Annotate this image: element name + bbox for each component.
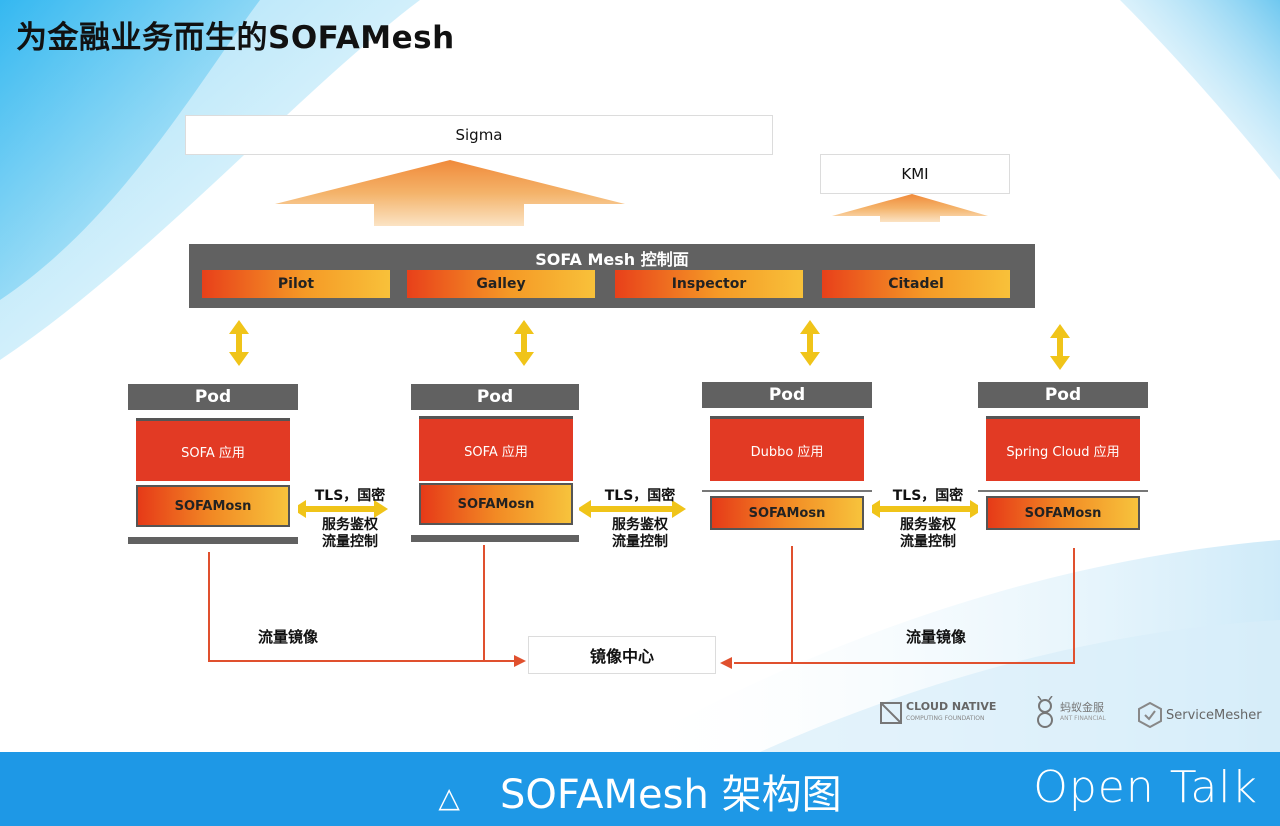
pod-divider [978,490,1148,492]
pod-app: SOFA 应用 [419,416,573,481]
link-line1: TLS，国密 [604,488,676,504]
component-citadel: Citadel [822,270,1010,298]
slide-title: 为金融业务而生的SOFAMesh [16,20,455,56]
pod-app: Spring Cloud 应用 [986,416,1140,481]
pod-sidecar: SOFAMosn [419,483,573,525]
caption: △ SOFAMesh 架构图 [0,762,1280,820]
pod-sidecar: SOFAMosn [136,485,290,527]
pod-1: Pod SOFA 应用 SOFAMosn [128,384,298,544]
mirror-label-left: 流量镜像 [258,628,319,646]
link-line3: 流量控制 [900,534,956,550]
ant-financial-logo: 蚂蚁金服 ANT FINANCIAL [1032,696,1106,730]
cncf-line2: COMPUTING FOUNDATION [906,715,985,722]
link-label-3: TLS，国密 服务鉴权 流量控制 [878,488,978,551]
mirror-label-right: 流量镜像 [906,628,967,646]
pod-app: Dubbo 应用 [710,416,864,481]
link-line1: TLS，国密 [892,488,964,504]
component-inspector: Inspector [615,270,803,298]
pod-footer [128,537,298,544]
control-plane-title: SOFA Mesh 控制面 [535,250,689,269]
pod-header: Pod [411,384,579,410]
pod-sidecar: SOFAMosn [986,496,1140,530]
mirror-center-box: 镜像中心 [528,636,716,674]
sigma-box: Sigma [185,115,773,155]
link-label-2: TLS，国密 服务鉴权 流量控制 [590,488,690,551]
bottom-bar [0,752,1280,826]
triangle-icon: △ [438,780,460,814]
kmi-box: KMI [820,154,1010,194]
ant-line1: 蚂蚁金服 [1060,701,1104,714]
component-pilot: Pilot [202,270,390,298]
link-line3: 流量控制 [612,534,668,550]
cncf-line1: CLOUD NATIVE [906,700,997,713]
pod-app: SOFA 应用 [136,418,290,481]
link-label-1: TLS，国密 服务鉴权 流量控制 [300,488,400,551]
horizontal-double-arrows [292,500,984,518]
vertical-double-arrows [229,320,1070,370]
ant-line2: ANT FINANCIAL [1060,715,1106,722]
pod-header: Pod [978,382,1148,408]
kmi-up-arrow [832,194,988,222]
pod-header: Pod [702,382,872,408]
link-line3: 流量控制 [322,534,378,550]
ant-icon [1037,696,1053,728]
control-plane: SOFA Mesh 控制面 Pilot Galley Inspector Cit… [189,244,1035,308]
pod-header: Pod [128,384,298,410]
pod-4: Pod Spring Cloud 应用 SOFAMosn [978,382,1148,548]
cncf-icon [880,702,902,724]
link-line2: 服务鉴权 [612,517,668,533]
pod-3: Pod Dubbo 应用 SOFAMosn [702,382,872,546]
caption-text: SOFAMesh 架构图 [499,772,842,818]
link-line2: 服务鉴权 [900,517,956,533]
link-line1: TLS，国密 [314,488,386,504]
component-galley: Galley [407,270,595,298]
hexagon-icon [1138,702,1162,728]
pod-footer [411,535,579,542]
pod-2: Pod SOFA 应用 SOFAMosn [411,384,579,542]
link-line2: 服务鉴权 [322,517,378,533]
servicemesher-logo: ServiceMesher [1138,702,1262,728]
pod-divider [702,490,872,492]
sigma-up-arrow [275,160,625,226]
pod-sidecar: SOFAMosn [710,496,864,530]
traffic-mirror-lines [208,545,1075,664]
open-talk-brand: Open Talk [1033,762,1258,813]
cncf-logo: CLOUD NATIVE COMPUTING FOUNDATION [880,700,997,724]
servicemesher-text: ServiceMesher [1166,707,1262,723]
